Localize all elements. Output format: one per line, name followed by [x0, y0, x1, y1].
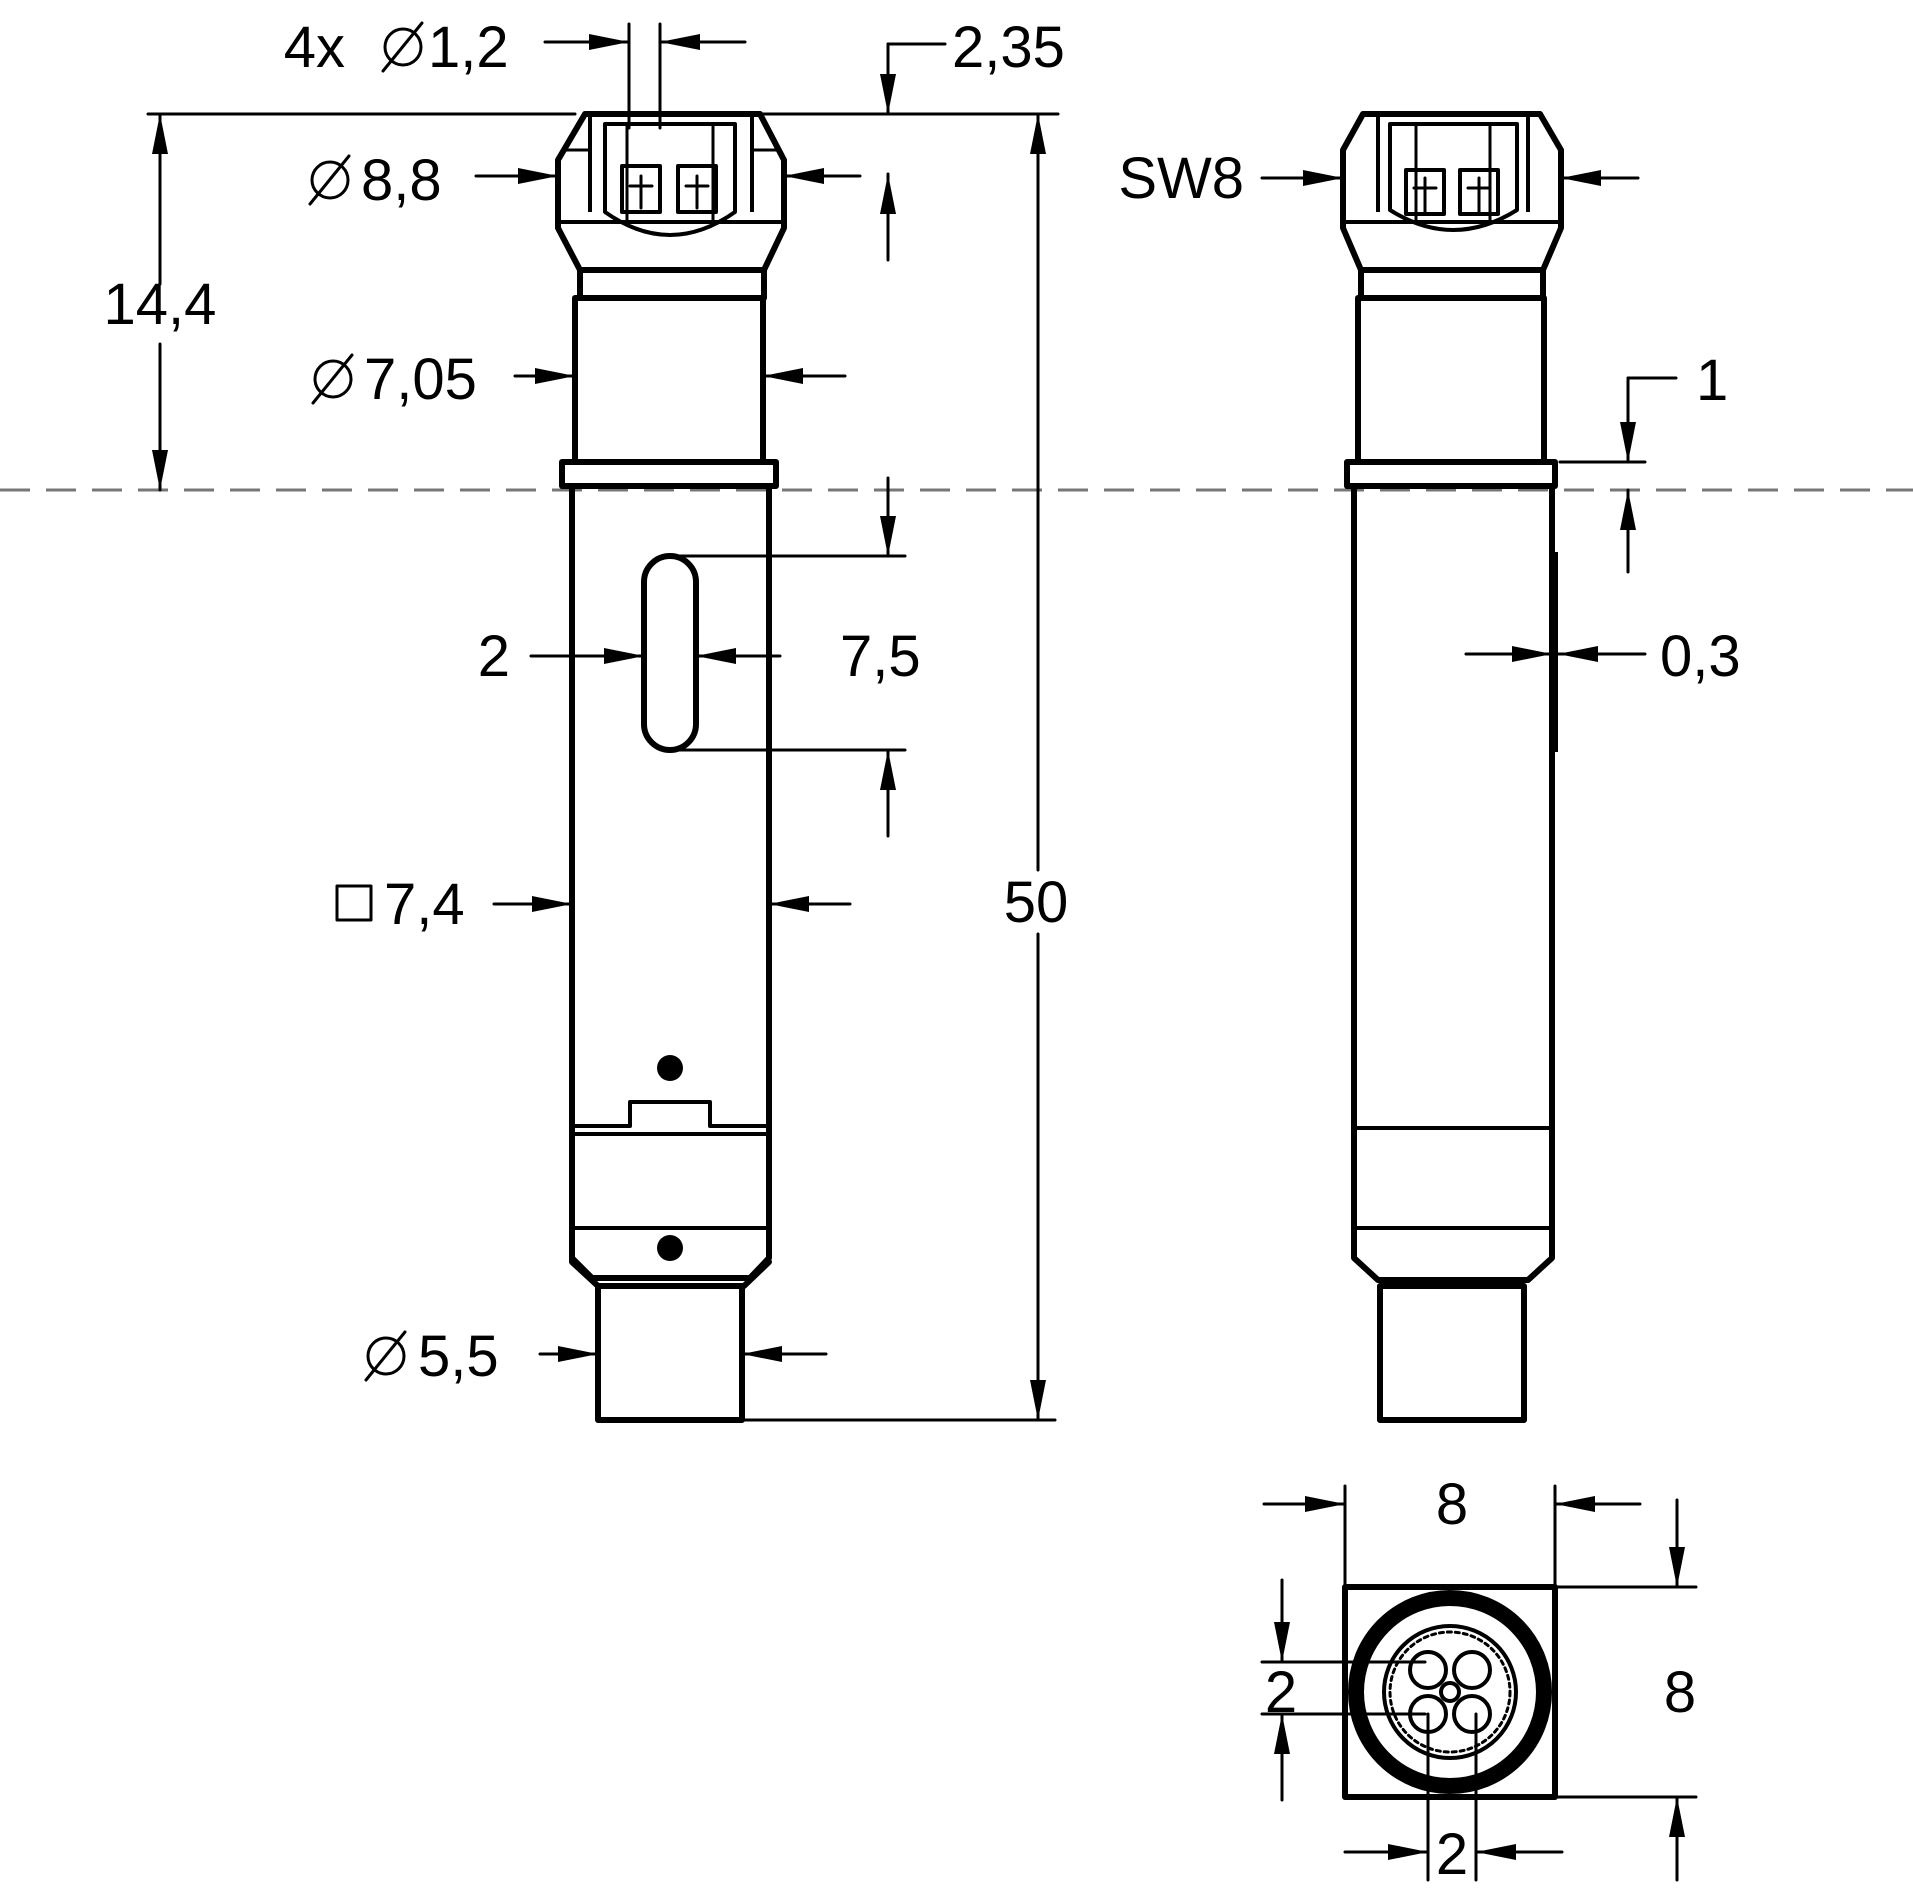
front-body — [569, 483, 772, 1281]
label-end-width: 8 — [1436, 1472, 1468, 1537]
dim-pin-spacing-horizontal — [1343, 1712, 1564, 1882]
front-tail — [595, 1283, 745, 1423]
label-head-diameter: 8,8 — [361, 148, 442, 213]
dim-end-height — [1553, 1498, 1698, 1882]
end-outer-ring — [1348, 1590, 1552, 1794]
label-pin-spacing-vertical: 2 — [1265, 1660, 1297, 1725]
side-tail — [1377, 1283, 1527, 1423]
front-neck — [572, 295, 766, 465]
diameter-symbol-tail — [364, 1330, 407, 1382]
dim-neck-diameter — [513, 368, 847, 384]
label-neck-diameter: 7,05 — [364, 347, 477, 412]
front-contact-block — [603, 122, 737, 237]
dim-total-length — [740, 112, 1057, 1422]
front-step-line — [572, 1100, 769, 1128]
label-body-square: 7,4 — [384, 872, 465, 937]
dim-head-diameter — [474, 168, 862, 184]
end-pin-bottom-right — [1452, 1694, 1492, 1734]
label-pin-diameter: 1,2 — [428, 15, 509, 80]
dim-pin-diameter — [543, 22, 747, 130]
front-view — [555, 111, 787, 1423]
label-end-height: 8 — [1664, 1660, 1696, 1725]
end-center-pin — [1439, 1681, 1461, 1703]
side-view — [1340, 111, 1564, 1423]
label-slot-width: 2 — [478, 624, 510, 689]
diameter-symbol-pin — [381, 21, 424, 73]
label-pin-offset: 2,35 — [952, 15, 1065, 80]
label-pin-count: 4x — [284, 15, 345, 80]
diameter-symbol-neck — [311, 353, 354, 405]
dim-tail-diameter — [538, 1346, 828, 1362]
end-view — [1342, 1584, 1558, 1800]
dim-slot-length — [668, 476, 907, 838]
square-symbol-body — [335, 884, 373, 922]
label-flat-depth: 0,3 — [1660, 624, 1741, 689]
label-wrench-size: SW8 — [1118, 146, 1244, 211]
dim-end-width — [1262, 1484, 1642, 1589]
label-slot-length: 7,5 — [840, 624, 921, 689]
end-pin-top-left — [1408, 1650, 1448, 1690]
dim-collar-height — [1558, 376, 1678, 574]
dim-pin-offset — [751, 42, 1060, 116]
front-marking-dot-top — [657, 1055, 683, 1081]
front-slot — [641, 553, 699, 753]
dim-head-height — [146, 112, 577, 492]
dim-flat-depth — [1464, 646, 1647, 662]
side-collar — [1344, 459, 1558, 489]
label-head-height: 14,4 — [104, 272, 217, 337]
front-marking-dot-bottom — [657, 1235, 683, 1261]
end-square — [1342, 1584, 1558, 1800]
label-pin-spacing-horizontal: 2 — [1436, 1822, 1468, 1887]
label-total-length: 50 — [1004, 870, 1069, 935]
dim-slot-width — [529, 648, 782, 664]
side-body — [1351, 483, 1555, 1283]
diameter-symbol-head — [308, 154, 351, 206]
label-collar-height: 1 — [1696, 348, 1728, 413]
side-contact-block — [1388, 122, 1519, 232]
dim-wrench-size — [1260, 170, 1640, 186]
dim-body-square — [492, 896, 852, 912]
end-pin-top-right — [1452, 1650, 1492, 1690]
side-neck — [1355, 295, 1547, 465]
front-collar — [559, 459, 779, 489]
label-tail-diameter: 5,5 — [418, 1324, 499, 1389]
dim-pin-spacing-vertical — [1260, 1578, 1427, 1802]
